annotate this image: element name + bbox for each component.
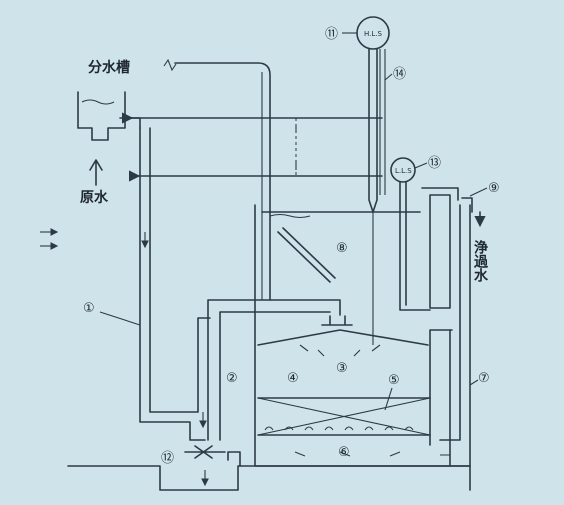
leader-1 [99,311,141,326]
pipe-1 [139,127,206,441]
bottom-flow [294,451,450,457]
raw-water-label: 原水 [80,189,109,206]
label-13: ⑬ [428,156,441,171]
filter-cross [257,397,431,436]
gauge-hls-tube2 [379,49,386,195]
ground-line [67,465,471,491]
raw-water-arrow [89,159,103,186]
leader-9 [469,187,488,197]
leader-5 [384,387,393,411]
label-11: ⑪ [325,27,338,42]
outlet-valve [461,197,473,213]
gauge-lls-text: L.L.S [395,167,412,175]
filter-tank [254,204,471,467]
label-6: ⑥ [338,445,350,460]
pipe-7 [439,204,471,467]
label-2: ② [226,371,238,386]
inclined-plate [277,227,336,283]
pipe-2 [207,299,341,441]
valve-12-handle [227,451,241,467]
filter-bed [257,397,431,436]
outlet-cap [421,187,459,201]
outlet-column [429,194,451,309]
gauge-hls-text: H.L.S [364,30,382,38]
tank-water [81,99,115,105]
inlet-pipe [174,62,271,301]
label-7: ⑦ [478,371,490,386]
distribution-tank [77,91,126,141]
hood [257,329,429,346]
distribution-tank-label: 分水槽 [88,59,130,76]
leader-7 [469,379,479,386]
label-5: ⑤ [388,373,400,388]
gauge-lls-tube [399,181,431,311]
label-9: ⑨ [488,181,500,196]
filter-tank-right-wall [429,329,453,446]
filtered-water-label: 浄過水 [472,239,489,283]
label-12: ⑫ [161,451,174,466]
pipe-1-inner [149,127,211,413]
label-4: ④ [287,371,299,386]
label-1: ① [83,301,95,316]
leader-14 [384,73,393,81]
gauge-lls [390,157,416,183]
tank-water-wave [269,213,311,219]
tank-overflow-weir [119,117,141,129]
level-dim-ticks [292,117,300,177]
nozzle [321,315,353,326]
valve-12 [184,445,226,459]
label-3: ③ [336,361,348,376]
label-14: ⑭ [393,67,406,82]
label-8: ⑧ [336,241,348,256]
leader-13 [414,162,428,169]
pipe-2-inner [219,311,331,441]
filter-underdrain [264,426,414,431]
hood-flows [299,344,381,357]
small-break [163,58,177,72]
gauge-hls-tube [368,48,378,213]
